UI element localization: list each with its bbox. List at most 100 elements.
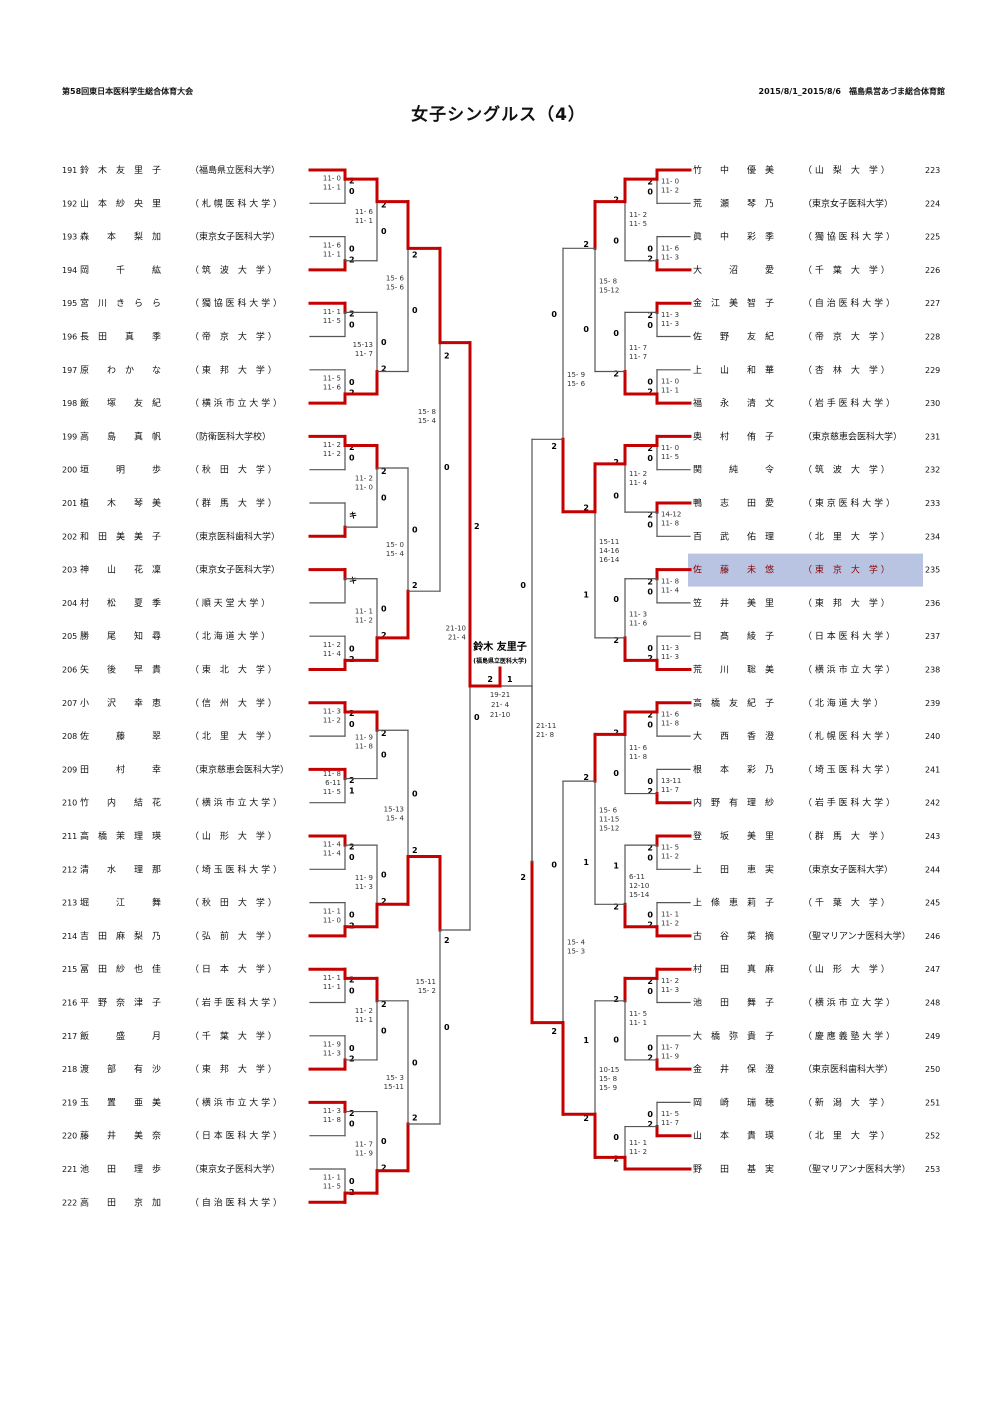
set-score: 16-14 [599, 556, 620, 564]
player-name: 登 坂 美 里 [693, 830, 774, 842]
set-score: 11- 2 [629, 470, 647, 478]
player-number: 210 [62, 799, 77, 808]
games-won: 0 [349, 986, 355, 995]
set-score: 11- 3 [661, 253, 679, 261]
set-score: 11- 5 [323, 1183, 341, 1191]
games-won: 0 [349, 1177, 355, 1186]
games-won: 0 [647, 188, 653, 197]
player-number: 237 [925, 632, 940, 641]
set-score: 15-14 [629, 891, 650, 899]
set-score: 11- 2 [323, 450, 341, 458]
set-score: 11- 6 [323, 383, 342, 391]
games-won: 0 [647, 587, 653, 596]
set-score: 11- 1 [355, 1016, 373, 1024]
player-name: 和 田 美 美 子 [80, 530, 161, 542]
player-number: 193 [62, 233, 77, 242]
player-school: （福島県立医科大学） [190, 164, 280, 176]
set-score: 11- 6 [323, 241, 342, 249]
player-name: 植 木 琴 美 [80, 497, 161, 509]
final-games-left: 2 [487, 675, 493, 684]
games-won: 2 [412, 581, 418, 590]
player-school: （東京医科歯科大学） [190, 530, 280, 542]
champion-name: 鈴木 友里子 [473, 640, 526, 653]
set-score: 14-12 [661, 511, 681, 519]
games-won: 0 [381, 750, 387, 759]
player-school: （ 岩 手 医 科 大 学 ） [190, 997, 282, 1009]
player-school: （防衛医科大学校） [190, 430, 271, 442]
games-won: 2 [613, 728, 619, 737]
player-name: 上 田 恵 実 [693, 863, 774, 875]
set-score: 11- 9 [355, 733, 373, 741]
player-school: （ 横 浜 市 立 大 学 ） [190, 1096, 282, 1108]
player-number: 197 [62, 366, 77, 375]
player-name: 渡 部 有 沙 [80, 1063, 161, 1075]
player-number: 218 [62, 1065, 77, 1074]
set-score: 11- 3 [629, 611, 647, 619]
player-number: 252 [925, 1132, 940, 1141]
set-score: 11- 5 [661, 453, 679, 461]
player-name: 池 田 理 歩 [80, 1163, 161, 1175]
set-score: 11- 2 [323, 441, 341, 449]
player-number: 198 [62, 399, 77, 408]
player-school: （ 北 里 大 学 ） [803, 1130, 890, 1142]
player-name: 藤 井 美 奈 [80, 1130, 161, 1142]
player-name: 古 谷 菜 摘 [693, 930, 774, 942]
set-score: 11- 4 [323, 841, 342, 849]
games-won: 2 [613, 902, 619, 911]
games-won: 2 [381, 897, 387, 906]
player-school: （ 慶 應 義 塾 大 学 ） [803, 1030, 895, 1042]
games-won: 2 [551, 442, 557, 451]
games-won: 0 [647, 1110, 653, 1119]
player-name: 高 田 京 加 [80, 1196, 161, 1208]
games-won: 2 [647, 710, 653, 719]
player-school: （ 筑 波 大 学 ） [190, 264, 277, 276]
set-score: 13-11 [661, 777, 681, 785]
games-won: 0 [412, 306, 418, 315]
player-number: 220 [62, 1132, 77, 1141]
games-won: 0 [349, 1044, 355, 1053]
player-name: 平 野 奈 津 子 [80, 997, 161, 1009]
games-won: 0 [583, 325, 589, 334]
games-won: 2 [551, 1027, 557, 1036]
player-number: 233 [925, 499, 940, 508]
set-score: 11- 7 [629, 344, 647, 352]
page-title: 女子シングルス（4） [411, 105, 586, 125]
games-won: 0 [444, 1023, 450, 1032]
set-score: 11- 7 [661, 786, 679, 794]
games-won: キ [349, 576, 357, 585]
set-score: 11- 2 [323, 716, 341, 724]
set-score: 11- 2 [323, 641, 341, 649]
player-number: 226 [925, 266, 940, 275]
player-school: （ 千 葉 大 学 ） [190, 1030, 277, 1042]
player-number: 221 [62, 1165, 77, 1174]
games-won: 2 [647, 654, 653, 663]
player-school: （ 東 北 大 学 ） [190, 664, 277, 676]
player-number: 206 [62, 666, 77, 675]
player-school: （東京医科歯科大学） [803, 1063, 893, 1075]
set-score: 15-11 [384, 1083, 404, 1091]
player-number: 202 [62, 532, 77, 541]
player-number: 246 [925, 932, 940, 941]
games-won: 2 [647, 1120, 653, 1129]
set-score: 11- 4 [323, 650, 342, 658]
set-score: 11- 5 [323, 788, 341, 796]
set-score: 11- 2 [629, 211, 647, 219]
set-score: 6-11 [629, 873, 645, 881]
player-name: 荒 瀬 琴 乃 [693, 197, 774, 209]
games-won: 0 [349, 853, 355, 862]
games-won: 2 [444, 351, 450, 360]
player-name: 小 沢 幸 恵 [80, 697, 161, 709]
games-won: 2 [349, 255, 355, 264]
set-score: 21-10 [446, 624, 466, 632]
set-score: 15-13 [384, 805, 404, 813]
games-won: 0 [551, 860, 557, 869]
player-number: 213 [62, 899, 77, 908]
date-venue: 2015/8/1_2015/8/6 福島県営あづま総合体育館 [758, 87, 945, 96]
games-won: 0 [647, 454, 653, 463]
set-score: 15- 6 [386, 284, 405, 292]
games-won: 2 [647, 977, 653, 986]
set-score: 11- 1 [323, 983, 341, 991]
games-won: 0 [647, 644, 653, 653]
player-school: （ 岩 手 医 科 大 学 ） [803, 797, 895, 809]
set-score: 11- 4 [661, 586, 680, 594]
